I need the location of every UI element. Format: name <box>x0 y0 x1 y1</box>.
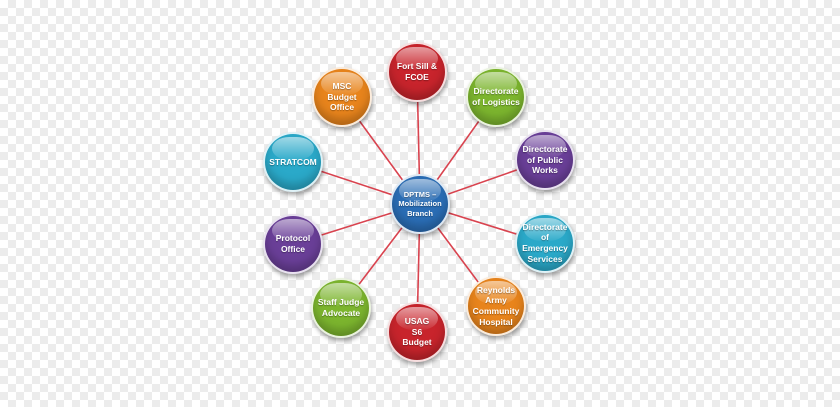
node-directorate-of-emergency-services-label: Directorate of Emergency Services <box>522 221 568 264</box>
node-usag-s6-budget: USAG S6 Budget <box>387 302 447 362</box>
node-directorate-of-logistics: Directorate of Logistics <box>466 67 526 127</box>
node-protocol-office-label: Protocol Office <box>275 233 311 254</box>
node-stratcom-label: STRATCOM <box>269 156 317 167</box>
node-fort-sill-fcoe: Fort Sill & FCOE <box>387 42 447 102</box>
node-protocol-office: Protocol Office <box>263 214 323 274</box>
node-reynolds-army-community-hospital-label: Reynolds Army Community Hospital <box>472 284 520 327</box>
node-staff-judge-advocate-label: Staff Judge Advocate <box>317 297 365 318</box>
node-staff-judge-advocate: Staff Judge Advocate <box>311 278 371 338</box>
node-directorate-of-emergency-services: Directorate of Emergency Services <box>515 213 575 273</box>
center-node-dptms-label: DPTMS – Mobilization Branch <box>398 189 442 218</box>
node-directorate-of-public-works: Directorate of Public Works <box>515 130 575 190</box>
node-directorate-of-public-works-label: Directorate of Public Works <box>522 144 568 176</box>
node-reynolds-army-community-hospital: Reynolds Army Community Hospital <box>466 276 526 336</box>
node-fort-sill-fcoe-label: Fort Sill & FCOE <box>396 61 438 82</box>
node-msc-budget-office-label: MSC Budget Office <box>327 81 357 113</box>
node-msc-budget-office: MSC Budget Office <box>312 67 372 127</box>
node-stratcom: STRATCOM <box>263 132 323 192</box>
center-node-dptms: DPTMS – Mobilization Branch <box>390 174 450 234</box>
node-usag-s6-budget-label: USAG S6 Budget <box>402 316 432 348</box>
node-directorate-of-logistics-label: Directorate of Logistics <box>472 86 520 107</box>
